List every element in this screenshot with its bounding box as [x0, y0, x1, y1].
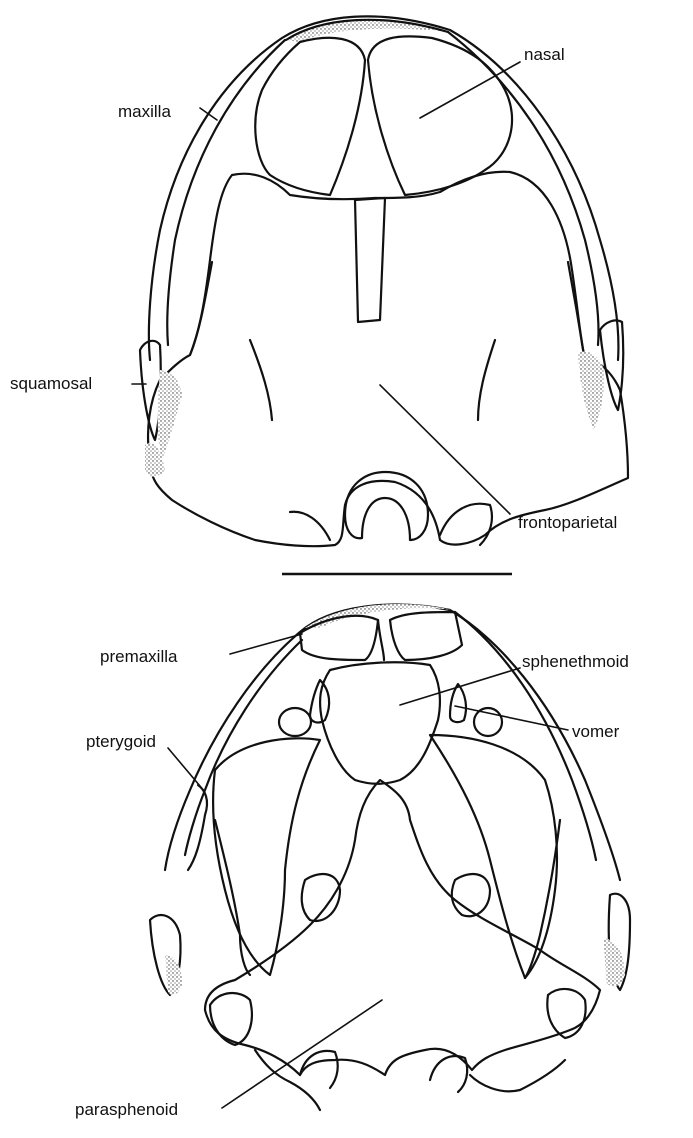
leader-maxilla — [200, 108, 217, 120]
label-sphenethmoid: sphenethmoid — [522, 652, 629, 671]
frontoparietal-bone — [148, 172, 628, 546]
palatal-fossa-left — [213, 738, 320, 975]
ventral-condyle-right — [430, 1056, 467, 1092]
premaxilla-right — [390, 612, 462, 660]
right-orbit-edge — [568, 262, 584, 355]
labels: nasal maxilla squamosal frontoparietal p… — [10, 45, 629, 1119]
label-premaxilla: premaxilla — [100, 647, 178, 666]
otic-capsule-left — [210, 993, 252, 1045]
right-condyle — [440, 504, 492, 545]
nasal-bone-left — [255, 38, 365, 195]
right-ridge — [478, 340, 495, 420]
premaxilla-midline — [378, 620, 384, 660]
label-squamosal: squamosal — [10, 374, 92, 393]
dorsal-outline — [149, 16, 619, 360]
squamosal-stipple-left — [158, 370, 182, 460]
sphenethmoid-bone — [320, 662, 440, 783]
ventral-squamosal-right-stipple — [604, 938, 625, 987]
occipital-notch — [345, 472, 428, 540]
maxilla-bone-left — [167, 40, 285, 345]
label-frontoparietal: frontoparietal — [518, 513, 617, 532]
left-condyle — [290, 512, 330, 540]
leader-pterygoid — [168, 748, 200, 786]
pterygoid-left-inner — [215, 820, 250, 975]
ventral-condyle-left — [300, 1051, 338, 1088]
vomer-right — [450, 684, 466, 722]
leader-sphenethmoid — [400, 668, 520, 705]
leader-frontoparietal — [380, 385, 510, 514]
label-maxilla: maxilla — [118, 102, 171, 121]
left-orbit-edge — [190, 262, 212, 355]
label-nasal: nasal — [524, 45, 565, 64]
ventral-outline — [165, 605, 620, 880]
leader-vomer — [455, 706, 568, 730]
leader-parasphenoid — [222, 1000, 382, 1108]
dorsal-fontanelle — [355, 198, 385, 322]
choana-left — [279, 708, 311, 736]
label-pterygoid: pterygoid — [86, 732, 156, 751]
label-vomer: vomer — [572, 722, 620, 741]
left-ridge — [250, 340, 272, 420]
ventral-posterior-edge — [255, 1050, 565, 1110]
leader-lines — [132, 62, 568, 1108]
squamosal-right — [600, 320, 623, 410]
ventral-view — [150, 604, 630, 1110]
dorsal-view — [140, 16, 628, 546]
label-parasphenoid: parasphenoid — [75, 1100, 178, 1119]
squamosal-stipple-right — [578, 352, 604, 430]
